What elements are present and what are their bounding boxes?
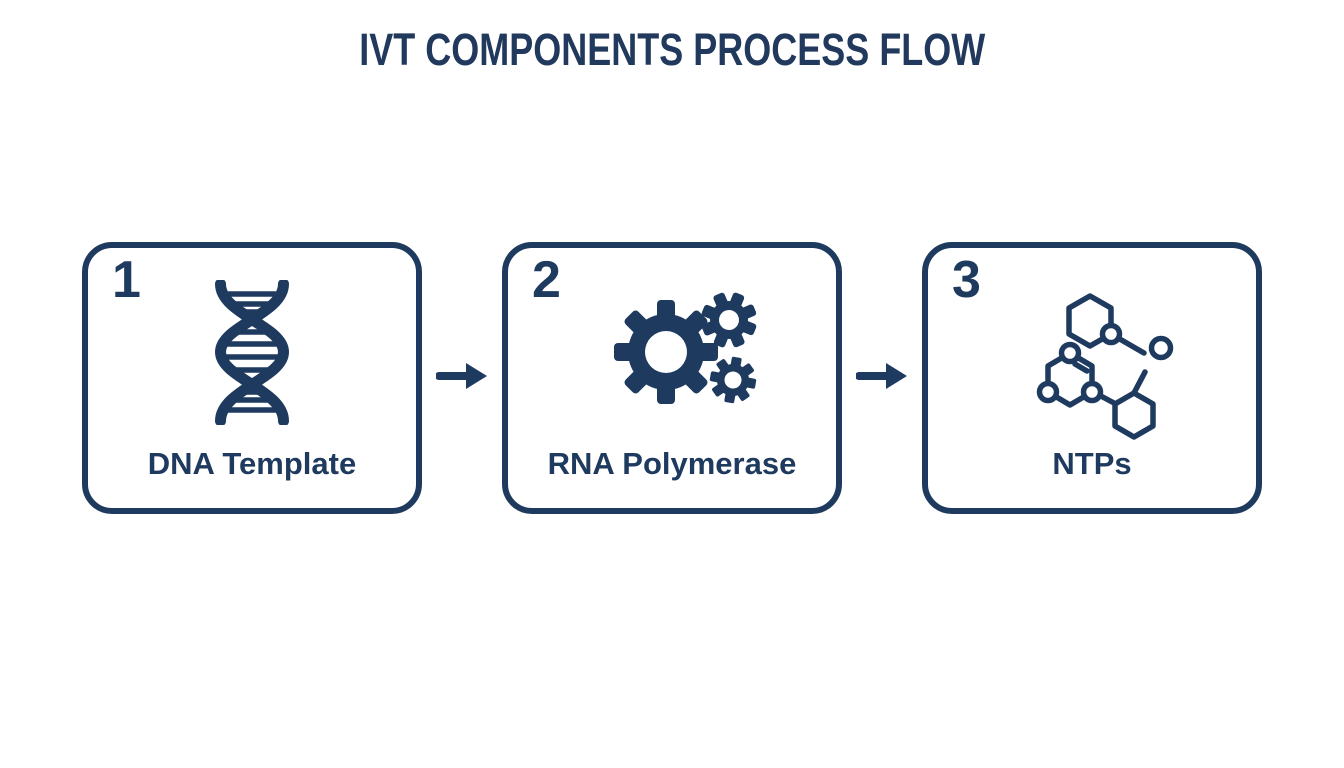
step-card-ntps: 3 <box>922 242 1262 514</box>
flow-arrow-icon <box>435 359 488 398</box>
header: IVT COMPONENTS PROCESS FLOW <box>0 24 1344 76</box>
connector <box>422 242 502 514</box>
step-number: 3 <box>952 251 981 309</box>
step-card-dna-template: 1 DN <box>82 242 422 514</box>
step-label: RNA Polymerase <box>547 446 797 481</box>
step-label: NTPs <box>1052 446 1132 481</box>
connector <box>842 242 922 514</box>
step-card-rna-polymerase: 2 <box>502 242 842 514</box>
step-number: 1 <box>112 251 141 309</box>
gears-icon <box>612 290 762 420</box>
page-title: IVT COMPONENTS PROCESS FLOW <box>358 24 986 75</box>
dna-helix-icon <box>205 278 300 430</box>
flow-diagram: 1 DN <box>82 242 1262 514</box>
step-number: 2 <box>532 251 561 309</box>
flow-arrow-icon <box>855 359 908 398</box>
step-label: DNA Template <box>147 446 357 481</box>
molecule-icon <box>1026 282 1186 447</box>
